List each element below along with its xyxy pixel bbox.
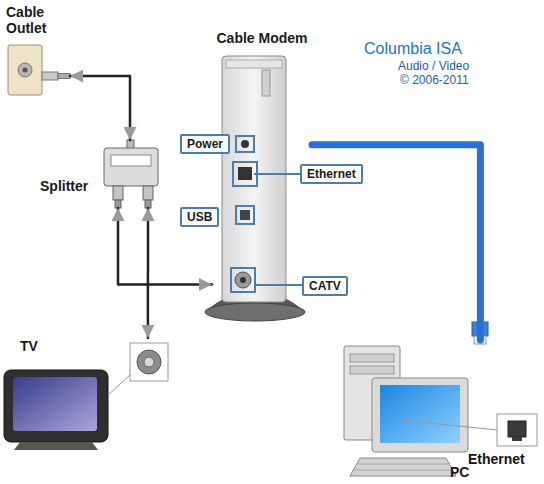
- port-callout: CATV: [302, 276, 348, 296]
- coax-cable: [147, 208, 150, 338]
- tv-stand: [14, 442, 98, 450]
- tv-node: TV: [0, 338, 170, 450]
- watermark-text: © 2006-2011: [400, 73, 469, 87]
- catv-pin: [240, 277, 246, 283]
- coax-pin: [23, 68, 28, 73]
- modem-top-strip: [226, 60, 282, 68]
- port-callout: Power: [180, 134, 230, 154]
- port-label: Ethernet: [468, 451, 525, 467]
- leader-line: [400, 420, 497, 430]
- tv-jack: [144, 357, 154, 367]
- rj45-plug: [472, 322, 488, 344]
- callout-label: Ethernet: [307, 167, 356, 181]
- modem-device: [205, 56, 305, 321]
- device-label: Cable Outlet: [6, 4, 61, 36]
- modem-base: [205, 303, 305, 321]
- device-label: TV: [20, 338, 38, 354]
- modem-node: Cable Modem: [212, 28, 312, 313]
- ethernet-port-zoom: [497, 414, 537, 446]
- coax-jack: [18, 63, 32, 77]
- keyboard-keys: [354, 470, 452, 471]
- drive-bay: [350, 354, 394, 362]
- rj45-boot: [472, 322, 488, 336]
- splitter-node: Splitter: [38, 140, 163, 208]
- device-label: Splitter: [40, 178, 88, 194]
- callout-label: USB: [187, 210, 212, 224]
- splitter-port: [115, 200, 121, 208]
- callout-label: Power: [187, 137, 223, 151]
- tv-jack-zoom: [130, 343, 168, 381]
- splitter-port: [113, 186, 123, 200]
- ethernet-port: [238, 167, 252, 180]
- personal-computer: [344, 346, 537, 476]
- tv-frame: [4, 370, 108, 442]
- watermark-text: Columbia ISA: [364, 40, 462, 58]
- port-callout: Ethernet: [300, 164, 363, 184]
- pc-keyboard: [350, 458, 456, 476]
- usb-port: [240, 210, 250, 220]
- callout-label: CATV: [309, 279, 341, 293]
- pc-screen: [380, 385, 460, 443]
- pc-node: PC: [330, 340, 490, 484]
- device-label: Cable Modem: [212, 30, 312, 46]
- port-highlight: [233, 162, 257, 186]
- modem-switch: [262, 70, 270, 96]
- port-highlight: [236, 206, 254, 224]
- leader-line: [255, 284, 302, 286]
- coax-plug: [42, 72, 58, 80]
- modem-body: [222, 56, 286, 302]
- ethernet-port: [512, 437, 522, 441]
- ethernet-port: [508, 421, 526, 437]
- pc-monitor: [372, 378, 468, 452]
- splitter-label-plate: [111, 155, 151, 166]
- coax-cable: [70, 76, 130, 140]
- outlet-plate: [8, 45, 42, 95]
- keyboard-keys: [356, 464, 450, 465]
- tv-screen: [13, 377, 97, 431]
- wall-outlet: [8, 45, 70, 95]
- port-callout: USB: [180, 207, 219, 227]
- port-highlight: [231, 268, 255, 292]
- television: [4, 343, 168, 450]
- port-highlight: [236, 136, 254, 152]
- splitter-port: [145, 200, 151, 208]
- drive-bay: [350, 366, 394, 374]
- outlet-node: Cable Outlet: [2, 2, 70, 97]
- leader-line: [108, 375, 130, 395]
- splitter-body: [104, 148, 158, 186]
- coax-plug: [58, 74, 70, 79]
- power-port: [241, 140, 249, 148]
- watermark-text: Audio / Video: [398, 59, 469, 73]
- coax-cable: [118, 208, 212, 285]
- tv-jack: [137, 350, 161, 374]
- rj45-head: [474, 336, 486, 344]
- leader-line: [254, 173, 300, 175]
- splitter-port: [143, 186, 153, 200]
- splitter-device: [104, 140, 158, 208]
- device-label: PC: [450, 464, 469, 480]
- catv-port: [235, 272, 251, 288]
